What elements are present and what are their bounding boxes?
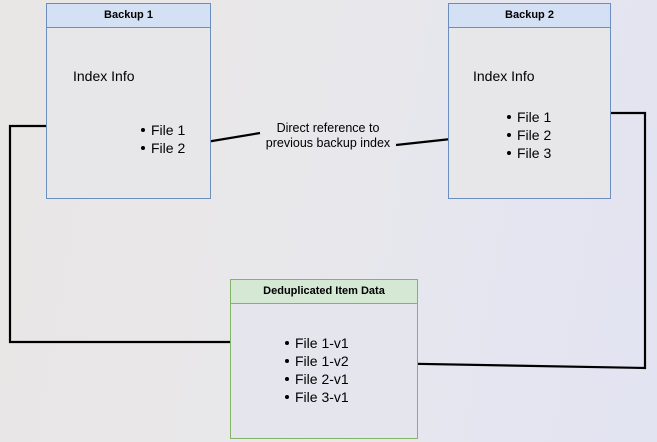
list-item: File 1-v2: [285, 353, 349, 369]
node-deduplicated-item-data-body: File 1-v1 File 1-v2 File 2-v1 File 3-v1: [231, 304, 417, 441]
node-backup-2[interactable]: Backup 2 Index Info File 1 File 2 File 3: [448, 3, 611, 199]
node-deduplicated-item-data-header: Deduplicated Item Data: [231, 280, 417, 304]
backup-1-file-list: File 1 File 2: [135, 121, 185, 157]
node-deduplicated-item-data[interactable]: Deduplicated Item Data File 1-v1 File 1-…: [230, 279, 418, 439]
list-item: File 1-v1: [285, 335, 349, 351]
node-backup-1-header: Backup 1: [47, 4, 210, 28]
list-item: File 2-v1: [285, 371, 349, 387]
list-item: File 3: [506, 145, 552, 161]
node-backup-2-body: Index Info File 1 File 2 File 3: [449, 28, 610, 201]
list-item: File 1: [140, 122, 186, 138]
list-item: File 2: [140, 140, 186, 156]
list-item: File 1: [506, 109, 552, 125]
backup-2-file-list: File 1 File 2 File 3: [501, 108, 551, 162]
list-item: File 3-v1: [285, 389, 349, 405]
backup-2-index-info-label: Index Info: [473, 68, 535, 84]
backup-1-index-info-label: Index Info: [73, 68, 135, 84]
edge-label-line-1: Direct reference to: [276, 121, 380, 135]
dedup-file-list: File 1-v1 File 1-v2 File 2-v1 File 3-v1: [279, 334, 349, 406]
node-backup-1-body: Index Info File 1 File 2: [47, 28, 210, 201]
node-backup-1[interactable]: Backup 1 Index Info File 1 File 2: [46, 3, 211, 199]
edge-label-line-2: previous backup index: [265, 136, 391, 150]
list-item: File 2: [506, 127, 552, 143]
edge-label-direct-reference: Direct reference to previous backup inde…: [248, 121, 408, 151]
node-backup-2-header: Backup 2: [449, 4, 610, 28]
